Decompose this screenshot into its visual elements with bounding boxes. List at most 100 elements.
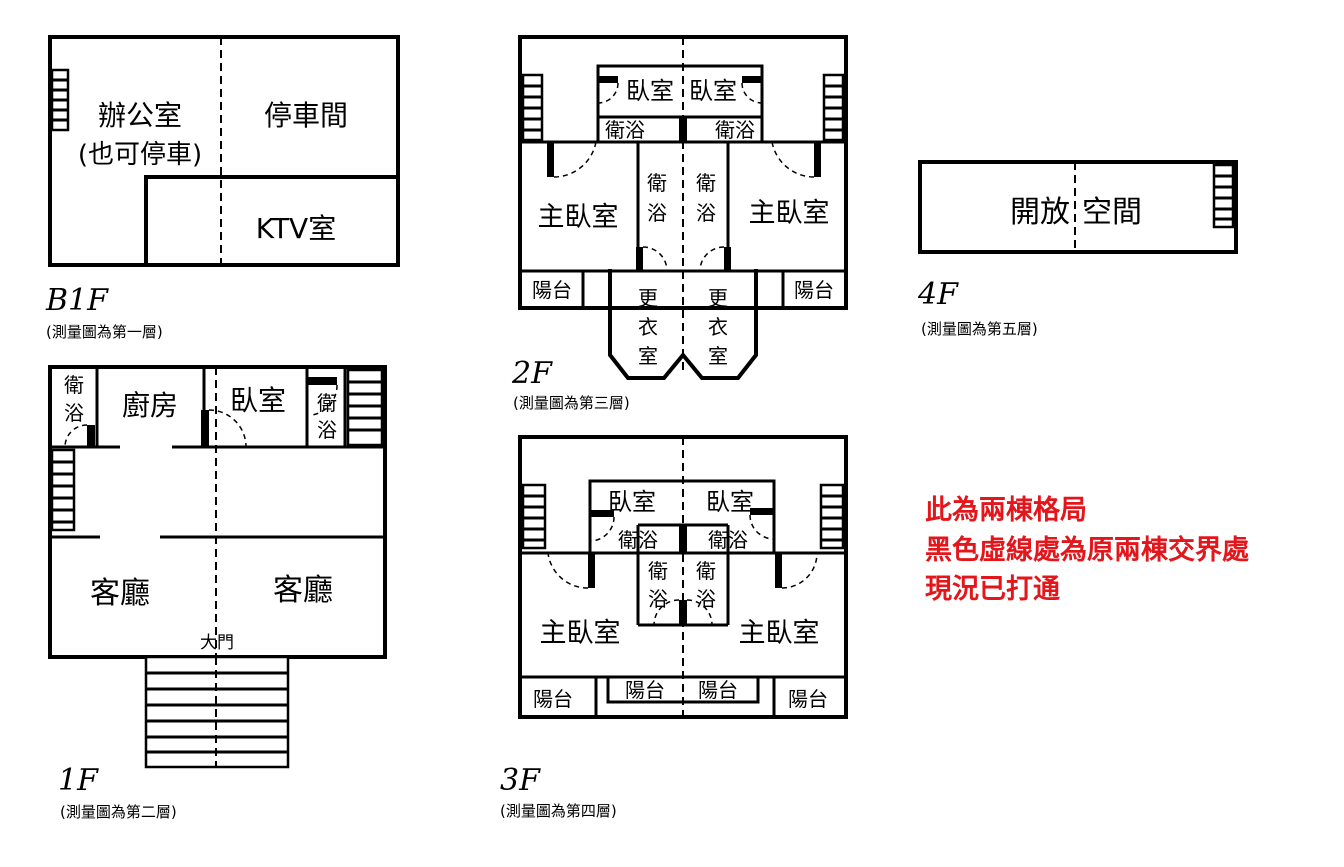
1f-door-stub [87,425,95,447]
room-label-open-space: 空間 [1082,195,1142,230]
2f-door-stub [814,142,821,177]
room-label-2f-bath-mid-right: 衛 [696,171,716,195]
3f-stairs-left [521,483,547,550]
3f-balcony-box [518,675,598,719]
b1f-stairs [50,68,70,132]
2f-balcony-box [781,269,848,310]
1f-door-stub [201,410,209,447]
floor-note-2f: (測量圖為第三層) [513,394,630,412]
1f-door-swing [208,409,247,448]
room-label-3f-balcony: 陽台 [788,687,828,711]
room-label-2f-master-right: 主臥室 [749,198,830,229]
2f-door-swing [699,246,725,272]
floor-plan-4f: 開放 空間 4F (測量圖為第五層) [917,160,1238,338]
4f-outer-wall [918,160,1238,254]
room-label-2f-closet-left: 更 [638,286,658,310]
room-label-3f-balcony: 陽台 [625,678,665,702]
floor-plan-1f: 衛 浴 廚房 臥室 衛 浴 客廳 客廳 大門 1F (測量圖為第二層) [48,365,387,821]
3f-door-stub [775,553,782,588]
room-label-3f-bath-mid-right: 浴 [696,587,716,611]
2f-door-stub [742,76,762,83]
room-label-2f-bedroom-right: 臥室 [689,77,737,105]
room-label-2f-bath-mid-left: 衛 [647,171,667,195]
2f-balcony-box [518,269,585,310]
2f-door-stub [724,247,731,271]
room-label-2f-closet-right: 衣 [708,315,728,339]
room-label-2f-bath-left: 衛浴 [605,118,645,142]
3f-balcony-box [772,675,848,719]
3f-door-swing [547,552,589,589]
annotation-line-3: 現況已打通 [925,574,1060,605]
1f-stairs-right [346,368,384,447]
3f-door-swing [589,516,615,542]
room-label-3f-bath-mid-right: 衛 [696,559,716,583]
room-label-2f-bedroom-left: 臥室 [626,77,674,105]
room-label-2f-closet-left: 衣 [638,315,658,339]
4f-stairs [1212,163,1235,229]
1f-door-swing [64,424,88,448]
1f-door-stub [307,377,337,385]
room-label-2f-balcony-left: 陽台 [532,278,572,302]
floor-label-1f: 1F [58,763,99,798]
red-annotation: 此為兩棟格局 黑色虛線處為原兩棟交界處 現況已打通 [925,494,1249,605]
room-label-3f-bath-left: 衛浴 [618,528,658,552]
room-label-2f-balcony-right: 陽台 [794,278,834,302]
room-label-3f-bath-mid-left: 浴 [648,587,668,611]
room-label-1f-bath2: 浴 [317,418,337,442]
3f-balcony-box [606,675,760,704]
room-label-parking: 停車間 [264,99,348,132]
3f-door-swing [781,552,818,589]
room-label-3f-bedroom-left: 臥室 [608,488,656,516]
2f-door-stub [547,142,554,177]
room-label-living-left: 客廳 [90,576,150,611]
3f-wall [679,600,687,625]
room-label-2f-bath-right: 衛浴 [715,118,755,142]
room-label-2f-closet-right: 更 [708,286,728,310]
b1f-outer-wall [48,35,400,267]
room-label-3f-balcony: 陽台 [533,687,573,711]
room-label-open-space: 開放 [1010,195,1070,230]
floor-note-4f: (測量圖為第五層) [921,320,1038,338]
annotation-line-1: 此為兩棟格局 [925,494,1087,526]
floor-label-b1f: B1F [45,283,109,318]
floor-note-3f: (測量圖為第四層) [500,802,617,820]
room-label-2f-closet-right: 室 [708,344,728,368]
2f-stairs-left [521,73,544,142]
floor-plan-3f: 臥室 臥室 衛浴 衛浴 衛 浴 衛 浴 主臥室 主臥室 陽台 陽台 陽台 陽台 … [500,435,848,820]
3f-door-stub [750,508,774,515]
floor-note-1f: (測量圖為第二層) [60,803,177,821]
room-label-3f-balcony: 陽台 [698,678,738,702]
2f-door-stub [598,76,618,83]
2f-door-swing [642,246,668,272]
2f-door-swing [741,82,763,104]
room-label-2f-bath-mid-right: 浴 [696,201,716,225]
room-label-kitchen: 廚房 [122,389,178,422]
room-label-office-note: (也可停車) [78,140,202,170]
1f-door-swing [311,384,338,416]
floor-plan-2f: 臥室 臥室 衛浴 衛浴 主臥室 主臥室 衛 浴 衛 浴 陽台 陽台 更 衣 室 … [511,35,848,412]
1f-stairs-left [50,448,76,532]
2f-door-stub [636,247,643,271]
room-label-2f-closet-left: 室 [638,344,658,368]
room-label-1f-bath: 衛 [64,373,84,397]
room-label-1f-bath: 浴 [64,401,84,425]
room-label-2f-master-left: 主臥室 [538,202,619,233]
3f-door-stub [588,553,595,588]
room-label-ktv: KTV室 [256,212,336,245]
2f-door-swing [553,141,597,178]
floor-plan-b1f: 辦公室 (也可停車) 停車間 KTV室 B1F (測量圖為第一層) [45,35,400,341]
room-label-1f-bedroom: 臥室 [230,384,286,417]
2f-closet-wall [608,269,758,380]
room-label-3f-master-left: 主臥室 [540,618,621,649]
annotation-line-2: 黑色虛線處為原兩棟交界處 [925,534,1249,566]
room-label-3f-master-right: 主臥室 [739,618,820,649]
2f-door-swing [771,141,815,178]
floor-label-4f: 4F [917,277,959,312]
room-label-2f-bath-mid-left: 浴 [647,201,667,225]
room-label-office: 辦公室 [98,99,182,132]
3f-wall [679,525,687,553]
room-label-main-door: 大門 [200,633,234,653]
3f-stairs-right [819,483,845,550]
2f-wall [679,117,687,142]
3f-door-swing [749,514,775,540]
